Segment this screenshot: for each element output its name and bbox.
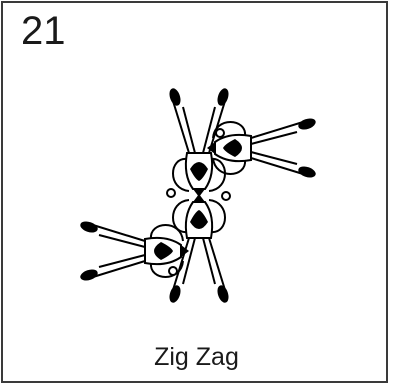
skydiver-formation-icon (77, 85, 319, 306)
formation-card: 21 (1, 1, 388, 383)
formation-caption: Zig Zag (154, 343, 239, 371)
jumper-upper-right (206, 115, 319, 181)
grip-links (166, 128, 231, 276)
formation-number: 21 (21, 9, 66, 53)
